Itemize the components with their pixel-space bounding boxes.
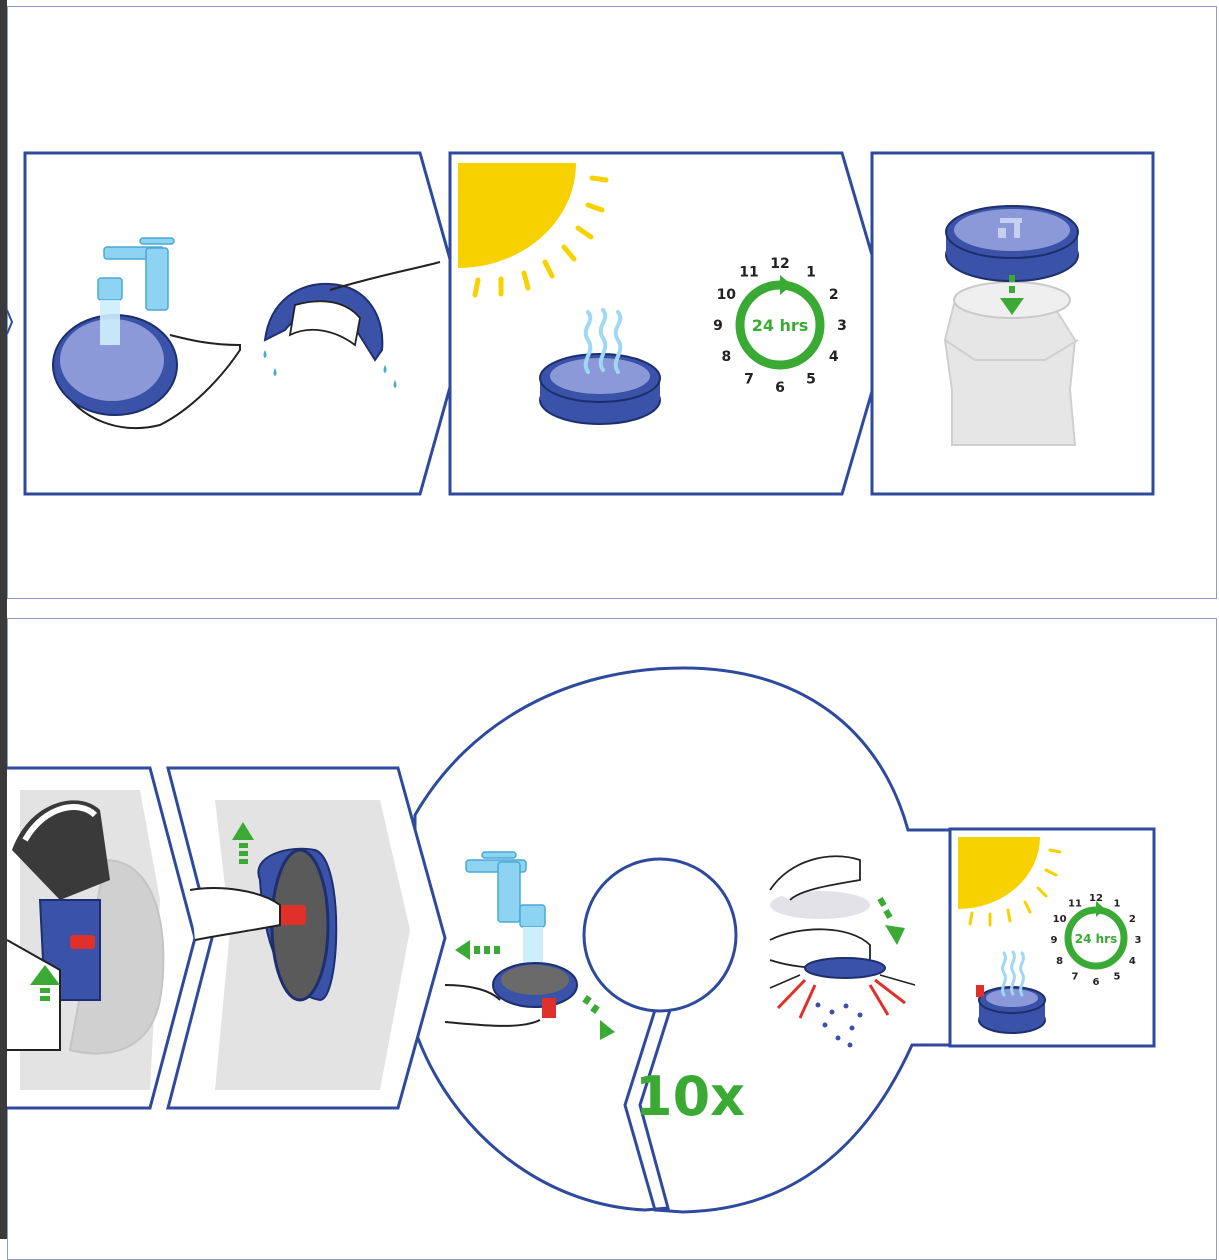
clock-center-label: 24 hrs <box>752 316 809 335</box>
clock-number-label: 2 <box>1129 914 1136 925</box>
clock-number-label: 4 <box>1129 956 1136 967</box>
step-panel-remove-rear-filter <box>7 768 195 1108</box>
clock-number-label: 3 <box>837 318 847 334</box>
clock-number-label: 3 <box>1135 935 1142 946</box>
repeat-count-label: 10x <box>635 1065 745 1128</box>
clock-number-label: 11 <box>1068 899 1082 910</box>
clock-number-label: 4 <box>829 349 839 365</box>
clock-number-label: 12 <box>1089 893 1103 904</box>
clock-number-label: 8 <box>721 349 731 365</box>
clock-number-label: 1 <box>1114 899 1121 910</box>
step-panel-pull-filter <box>168 768 445 1108</box>
clock-number-label: 7 <box>744 372 754 388</box>
clock-number-label: 8 <box>1056 956 1063 967</box>
clock-number-label: 10 <box>717 287 737 303</box>
clock-number-label: 11 <box>739 264 758 280</box>
step-panel-wash-filter <box>25 153 468 494</box>
clock-number-label: 5 <box>806 372 816 388</box>
clock-center-label: 24 hrs <box>1075 932 1117 946</box>
clock-number-label: 9 <box>713 318 723 334</box>
clock-number-label: 1 <box>806 264 816 280</box>
clock-number-label: 12 <box>770 256 789 272</box>
clock-number-label: 6 <box>1093 977 1100 988</box>
clock-number-label: 7 <box>1072 971 1079 982</box>
clock-number-label: 6 <box>775 380 785 396</box>
step-panel-reinsert-filter <box>872 153 1153 494</box>
clock-number-label: 5 <box>1114 971 1121 982</box>
clock-number-label: 9 <box>1051 935 1058 946</box>
clock-number-label: 10 <box>1053 914 1067 925</box>
clock-number-label: 2 <box>829 287 839 303</box>
